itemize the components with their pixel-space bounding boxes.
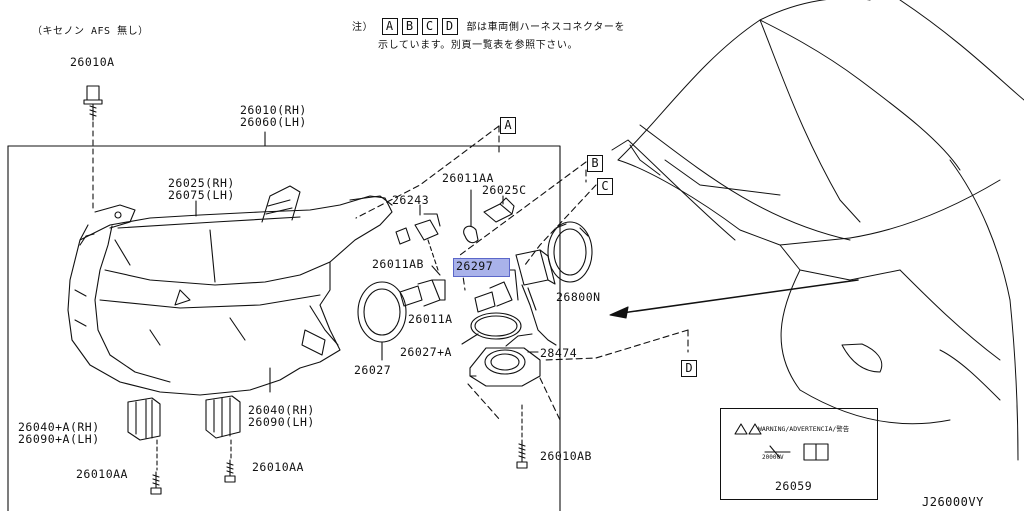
screw-26010ab — [516, 404, 528, 469]
highlight-26297 — [453, 258, 510, 277]
part-26243[interactable]: 26243 — [392, 193, 430, 207]
screw-26010aa-b — [224, 459, 236, 483]
socket-26025c — [483, 195, 515, 223]
warning-label-graphic — [734, 423, 829, 461]
ballast-28474 — [469, 333, 541, 387]
part-26027a[interactable]: 26027+A — [400, 345, 452, 359]
bulb-26011aa — [463, 189, 479, 244]
bulb-26243 — [395, 204, 441, 271]
callout-d[interactable]: D — [681, 360, 697, 377]
part-26059[interactable]: 26059 — [775, 479, 813, 493]
part-26297[interactable]: 26297 — [456, 259, 494, 273]
part-26090a-lh[interactable]: 26090+A(LH) — [18, 432, 100, 446]
part-26011ab[interactable]: 26011AB — [372, 257, 424, 271]
part-26040a-rh[interactable]: 26040+A(RH) — [18, 420, 100, 434]
part-26011a[interactable]: 26011A — [408, 312, 453, 326]
assembly-frame — [7, 145, 561, 511]
note-prefix: 注） — [352, 22, 374, 33]
part-26025-rh[interactable]: 26025(RH) — [168, 176, 235, 190]
part-26027[interactable]: 26027 — [354, 363, 392, 377]
variant-note: （キセノン AFS 無し） — [32, 26, 149, 37]
part-26800n[interactable]: 26800N — [556, 290, 601, 304]
callout-b[interactable]: B — [587, 155, 603, 172]
callout-a[interactable]: A — [500, 117, 516, 134]
part-26090-lh[interactable]: 26090(LH) — [248, 415, 315, 429]
part-26025c[interactable]: 26025C — [482, 183, 527, 197]
warning-header: WARNING/ADVERTENCIA/警告 — [758, 425, 850, 433]
dust-cover-26027 — [357, 281, 407, 361]
igniter-connector — [515, 249, 557, 346]
part-26040-rh[interactable]: 26040(RH) — [248, 403, 315, 417]
bracket-26040 — [205, 395, 241, 461]
part-26010aa-left[interactable]: 26010AA — [76, 467, 128, 481]
note-letter-c: C — [421, 18, 438, 35]
warning-voltage: 20000V — [762, 454, 784, 461]
part-28474[interactable]: 28474 — [540, 346, 578, 360]
part-26010-rh[interactable]: 26010(RH) — [240, 103, 307, 117]
diagram-code: J26000VY — [922, 495, 984, 509]
part-26010ab[interactable]: 26010AB — [540, 449, 592, 463]
part-26060-lh[interactable]: 26060(LH) — [240, 115, 307, 129]
warning-label-box — [720, 408, 878, 500]
note-letter-d: D — [441, 18, 458, 35]
headlamp-housing — [67, 185, 393, 396]
cap-26800n — [547, 221, 593, 283]
part-26010aa-right[interactable]: 26010AA — [252, 460, 304, 474]
part-26011aa[interactable]: 26011AA — [442, 171, 494, 185]
bolt-26010a — [83, 85, 103, 211]
note-line-2: 示しています。別頁一覧表を参照下さい。 — [378, 40, 579, 51]
note-line-1-text: 部は車両側ハーネスコネクターを — [466, 22, 626, 33]
part-26075-lh[interactable]: 26075(LH) — [168, 188, 235, 202]
callout-c[interactable]: C — [597, 178, 613, 195]
part-26010a[interactable]: 26010A — [70, 55, 115, 69]
bracket-26040a — [127, 397, 161, 471]
o-ring-26027a — [461, 312, 522, 345]
vehicle-front — [611, 0, 1024, 461]
note-letter-a: A — [381, 18, 398, 35]
bulb-26011ab — [399, 265, 446, 307]
note-letter-b: B — [401, 18, 418, 35]
screw-26010aa-a — [150, 471, 162, 495]
